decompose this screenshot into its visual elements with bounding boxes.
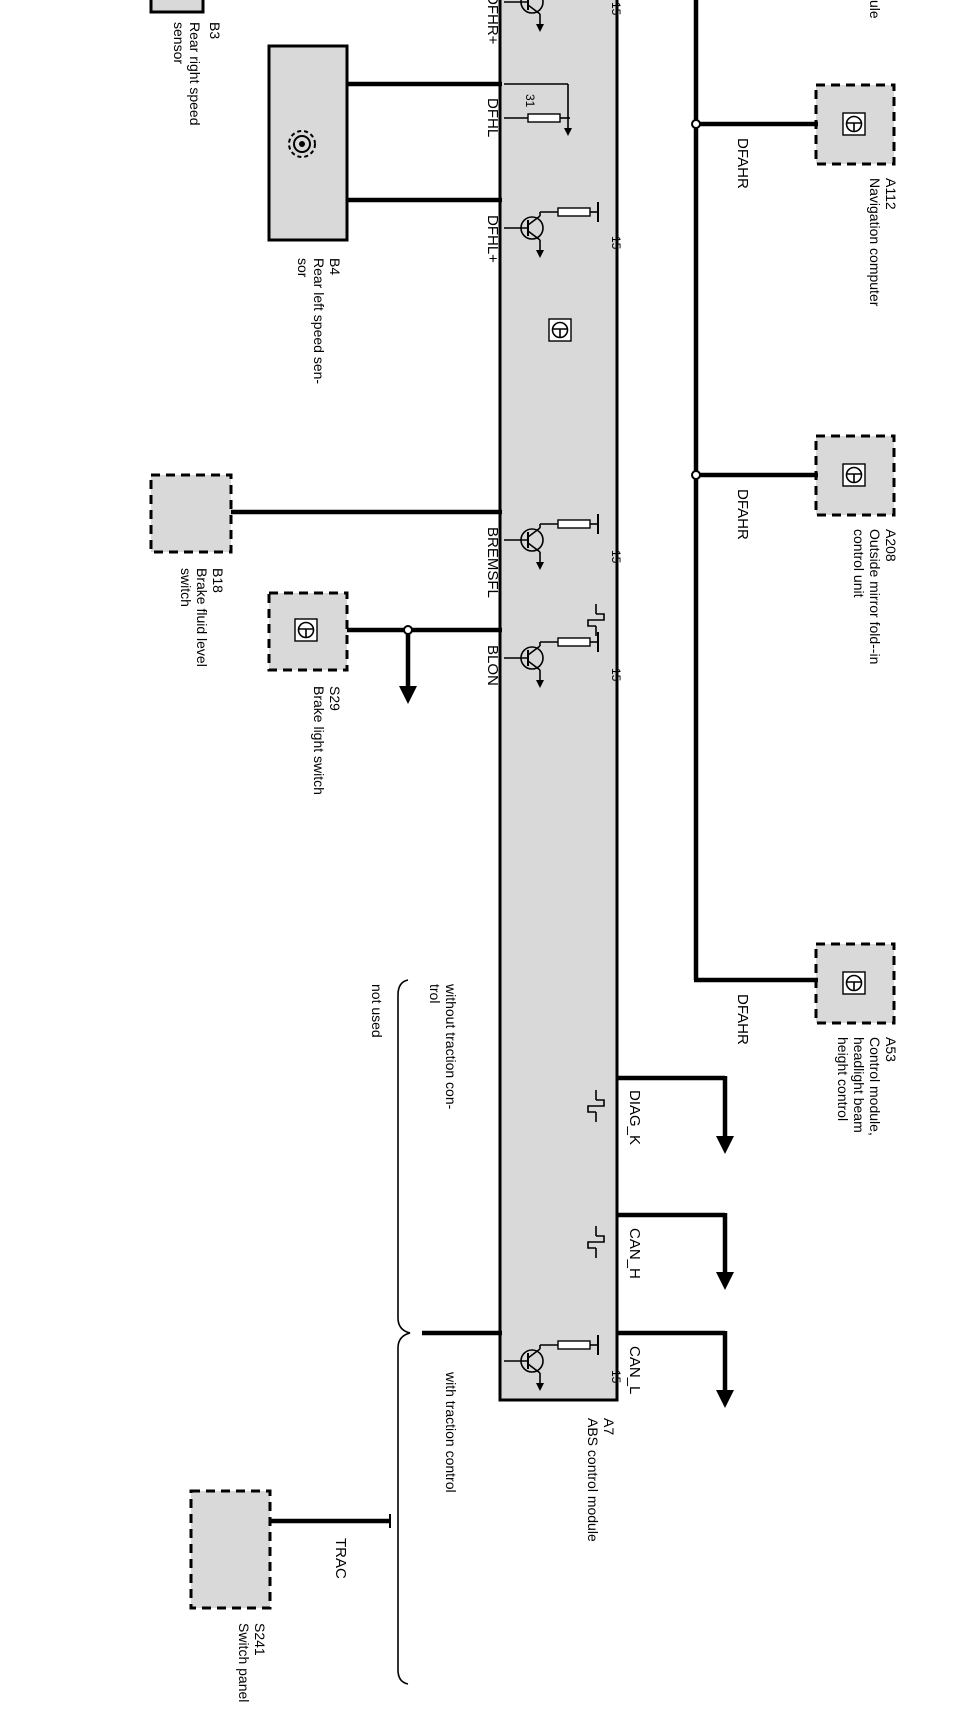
wire-can-h bbox=[617, 1212, 734, 1290]
b4-name-2: sor bbox=[295, 258, 311, 278]
signal-can-l: CAN_L bbox=[626, 1346, 643, 1394]
signal-dfhr-plus: DFHR+ bbox=[484, 0, 501, 45]
a53-code: A53 bbox=[883, 1037, 899, 1062]
s29-name: Brake light switch bbox=[311, 686, 327, 795]
a112-ecu-icon bbox=[842, 112, 866, 136]
b4-code: B4 bbox=[327, 258, 343, 275]
signal-blon: BLON bbox=[484, 645, 501, 686]
pin-15-dfhl: 15 bbox=[609, 236, 623, 250]
a208-code: A208 bbox=[883, 529, 899, 562]
b3-name-2: sensor bbox=[171, 22, 187, 64]
a112-name: Navigation computer bbox=[867, 178, 883, 307]
signal-can-h: CAN_H bbox=[626, 1228, 643, 1279]
b18-code: B18 bbox=[210, 568, 226, 593]
s241-name: Switch panel bbox=[236, 1623, 252, 1702]
a208-name-2: control unit bbox=[851, 529, 867, 598]
b18-name-2: switch bbox=[178, 568, 194, 607]
abs-module-box bbox=[498, 0, 619, 1402]
a208-name-1: Outside mirror fold--in bbox=[867, 529, 883, 664]
pin-15-blon: 15 bbox=[609, 668, 623, 682]
pin-15-top: 15 bbox=[609, 2, 623, 16]
dfahr-junction-2 bbox=[691, 470, 701, 480]
signal-dfahr-3: DFAHR bbox=[734, 994, 751, 1045]
a53-ecu-icon bbox=[842, 971, 866, 995]
wire-can-l bbox=[617, 1330, 734, 1408]
pin-15-bremsfl: 15 bbox=[609, 550, 623, 564]
note-without-traction-2: trol bbox=[427, 984, 443, 1003]
pin-15-can-l: 15 bbox=[609, 1370, 623, 1384]
b3-code: B3 bbox=[207, 22, 223, 39]
a53-name-3: height control bbox=[835, 1037, 851, 1121]
dfahr-junction-1 bbox=[691, 119, 701, 129]
b18-switch-box bbox=[149, 473, 233, 554]
a7-code: A7 bbox=[601, 1418, 617, 1435]
b4-sensor-box bbox=[267, 44, 349, 242]
b18-name-1: Brake fluid level bbox=[194, 568, 210, 667]
signal-diag-k: DIAG_K bbox=[626, 1090, 643, 1145]
dfhl-resistor-31 bbox=[504, 83, 572, 136]
a7-name: ABS control module bbox=[585, 1418, 601, 1542]
wire-diag-k bbox=[617, 1075, 734, 1154]
signal-dfhl-plus: DFHL+ bbox=[484, 215, 501, 263]
note-with-traction: with traction control bbox=[443, 1371, 459, 1493]
signal-trac: TRAC bbox=[332, 1538, 349, 1579]
s29-ecu-icon bbox=[294, 618, 318, 642]
traction-brace bbox=[397, 979, 411, 1685]
b4-name-1: Rear left speed sen- bbox=[311, 258, 327, 384]
blon-branch bbox=[399, 625, 417, 704]
b3-name-1: Rear right speed bbox=[187, 22, 203, 126]
s241-code: S241 bbox=[252, 1623, 268, 1656]
gear-icon bbox=[288, 130, 316, 158]
signal-dfahr-2: DFAHR bbox=[734, 489, 751, 540]
signal-dfhl: DFHL bbox=[484, 98, 501, 137]
a112-code: A112 bbox=[883, 178, 899, 210]
a53-name-2: headlight beam bbox=[851, 1037, 867, 1133]
abs-module-ecu-icon bbox=[548, 318, 572, 342]
note-without-traction-1: without traction con- bbox=[443, 983, 459, 1110]
note-not-used: not used bbox=[369, 984, 385, 1038]
b3-sensor-box bbox=[149, 0, 205, 14]
a53-name-1: Control module, bbox=[867, 1037, 883, 1136]
s241-switch-panel-box bbox=[189, 1489, 272, 1610]
pin-31: 31 bbox=[523, 94, 537, 108]
s29-code: S29 bbox=[327, 686, 343, 711]
top-right-partial-label: ule bbox=[867, 0, 883, 19]
signal-dfahr-1: DFAHR bbox=[734, 138, 751, 189]
a208-ecu-icon bbox=[842, 463, 866, 487]
signal-bremsfl: BREMSFL bbox=[484, 527, 501, 598]
